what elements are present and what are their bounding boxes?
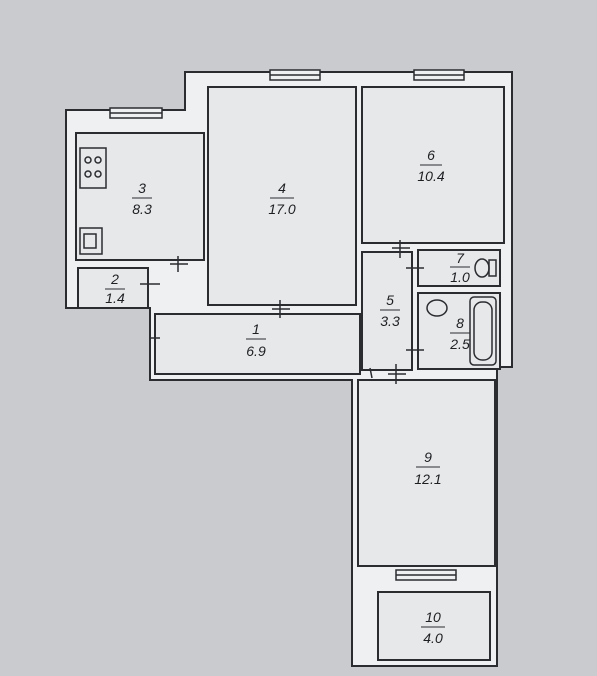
svg-text:6.9: 6.9 <box>246 343 266 359</box>
svg-text:8.3: 8.3 <box>132 201 152 217</box>
svg-text:1.0: 1.0 <box>450 269 470 285</box>
room-label-2: 2 1.4 <box>105 271 125 306</box>
stove-icon <box>79 147 107 189</box>
svg-text:10.4: 10.4 <box>417 168 444 184</box>
bathtub-icon <box>469 296 497 366</box>
room-label-3: 3 8.3 <box>132 180 152 217</box>
room-label-10: 10 4.0 <box>421 609 445 646</box>
svg-text:1: 1 <box>252 321 260 337</box>
svg-text:3.3: 3.3 <box>380 313 400 329</box>
svg-text:6: 6 <box>427 147 435 163</box>
svg-text:3: 3 <box>138 180 146 196</box>
room-1-outline <box>154 313 361 375</box>
sink-icon <box>79 227 103 255</box>
svg-text:2: 2 <box>110 271 119 287</box>
svg-text:2.5: 2.5 <box>449 336 470 352</box>
washbasin-icon <box>426 299 448 317</box>
svg-text:4.0: 4.0 <box>423 630 443 646</box>
room-9-outline <box>357 379 496 567</box>
room-10-outline <box>377 591 491 661</box>
svg-text:12.1: 12.1 <box>414 471 441 487</box>
window-icon <box>109 69 465 581</box>
door-marks <box>140 240 424 384</box>
svg-text:8: 8 <box>456 315 464 331</box>
svg-text:5: 5 <box>386 292 394 308</box>
room-label-9: 9 12.1 <box>414 449 441 487</box>
svg-text:10: 10 <box>425 609 441 625</box>
svg-text:17.0: 17.0 <box>268 201 295 217</box>
room-label-5: 5 3.3 <box>380 292 400 329</box>
svg-text:1.4: 1.4 <box>105 290 125 306</box>
room-4-outline <box>207 86 357 306</box>
svg-text:7: 7 <box>456 250 465 266</box>
svg-text:4: 4 <box>278 180 286 196</box>
room-5-outline <box>361 251 413 371</box>
room-8-outline <box>417 292 501 370</box>
room-label-4: 4 17.0 <box>268 180 295 217</box>
toilet-icon <box>474 258 497 278</box>
room-7-outline <box>417 249 501 287</box>
room-label-8: 8 2.5 <box>449 315 470 352</box>
room-2-outline <box>77 267 149 309</box>
room-3-outline <box>75 132 205 261</box>
room-label-6: 6 10.4 <box>417 147 444 184</box>
room-label-1: 1 6.9 <box>246 321 266 359</box>
room-label-7: 7 1.0 <box>450 250 470 285</box>
svg-text:9: 9 <box>424 449 432 465</box>
